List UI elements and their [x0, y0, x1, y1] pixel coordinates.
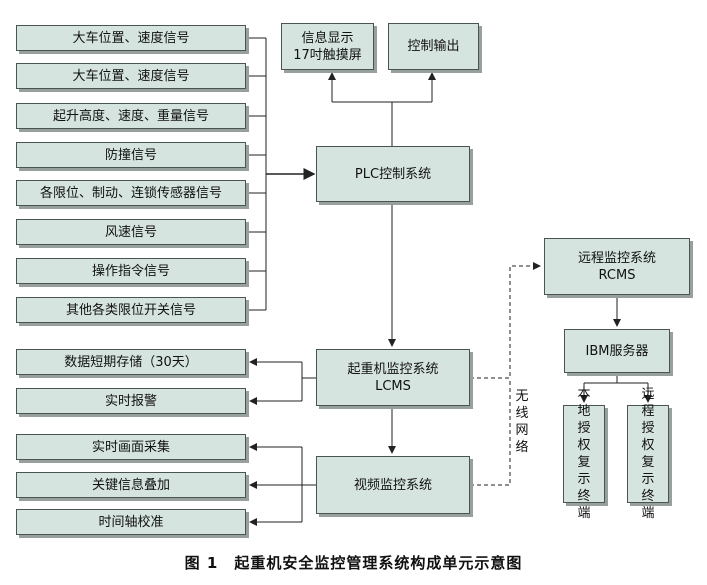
- wireless-char: 线: [515, 406, 529, 421]
- input-signal-box: 防撞信号: [16, 142, 246, 168]
- info-display-line1: 信息显示: [301, 30, 354, 46]
- input-signal-box: 风速信号: [16, 219, 246, 245]
- lcms-output-box: 实时报警: [16, 388, 246, 414]
- wireless-network-label: 无 线 网 络: [514, 388, 530, 456]
- video-output-box: 关键信息叠加: [16, 472, 246, 498]
- term-char: 权: [641, 438, 655, 453]
- term-char: 复: [641, 455, 655, 470]
- term-char: 授: [641, 421, 655, 436]
- wireless-link-video: [470, 378, 511, 486]
- video-output-box: 实时画面采集: [16, 434, 246, 460]
- wireless-char: 无: [515, 389, 529, 404]
- term-char: 远: [641, 387, 655, 402]
- term-char: 权: [577, 438, 591, 453]
- lcms-line2: LCMS: [375, 378, 411, 394]
- lcms-output-box: 数据短期存储（30天）: [16, 349, 246, 375]
- term-char: 示: [577, 472, 591, 487]
- rcms-box: 远程监控系统 RCMS: [544, 238, 690, 295]
- term-char: 终: [641, 489, 655, 504]
- input-signal-box: 起升高度、速度、重量信号: [16, 103, 246, 129]
- input-signal-box: 大车位置、速度信号: [16, 25, 246, 51]
- wireless-char: 络: [515, 440, 529, 455]
- term-char: 地: [577, 404, 591, 419]
- term-char: 本: [577, 387, 591, 402]
- term-char: 示: [641, 472, 655, 487]
- term-char: 复: [577, 455, 591, 470]
- video-output-box: 时间轴校准: [16, 509, 246, 535]
- term-char: 授: [577, 421, 591, 436]
- lcms-line1: 起重机监控系统: [347, 361, 439, 377]
- input-signal-box: 其他各类限位开关信号: [16, 297, 246, 323]
- wireless-char: 网: [515, 423, 529, 438]
- input-signal-box: 大车位置、速度信号: [16, 63, 246, 89]
- wireless-link-lcms: [470, 262, 541, 379]
- term-char: 程: [641, 404, 655, 419]
- lcms-box: 起重机监控系统 LCMS: [316, 349, 470, 406]
- term-char: 端: [577, 506, 591, 521]
- remote-replay-terminal-box: 远程 授权 复示 终端: [627, 387, 669, 521]
- figure-caption: 图 1 起重机安全监控管理系统构成单元示意图: [184, 554, 523, 572]
- term-char: 终: [577, 489, 591, 504]
- plc-control-system-box: PLC控制系统: [316, 146, 470, 202]
- input-signal-box: 操作指令信号: [16, 258, 246, 284]
- control-output-box: 控制输出: [388, 23, 479, 70]
- term-char: 端: [641, 506, 655, 521]
- info-display-box: 信息显示 17吋触摸屏: [281, 23, 374, 70]
- rcms-line1: 远程监控系统: [577, 250, 656, 266]
- video-monitoring-box: 视频监控系统: [316, 456, 470, 514]
- ibm-server-box: IBM服务器: [564, 329, 670, 373]
- local-replay-terminal-box: 本地 授权 复示 终端: [563, 387, 605, 521]
- input-signal-box: 各限位、制动、连锁传感器信号: [16, 180, 246, 206]
- rcms-line2: RCMS: [598, 267, 636, 283]
- info-display-line2: 17吋触摸屏: [293, 47, 362, 63]
